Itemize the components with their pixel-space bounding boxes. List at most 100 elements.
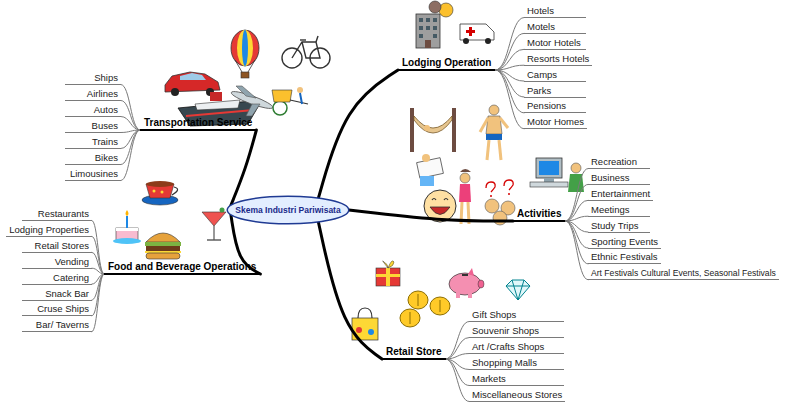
sub-branch-line <box>446 354 469 360</box>
main-branch-line <box>231 130 256 205</box>
topic-text: Lodging Properties <box>9 224 89 235</box>
subtopic-item: Lodging Properties <box>6 224 92 237</box>
subtopic-item: Resorts Hotels <box>524 53 592 66</box>
piggy-bank-icon <box>449 268 484 298</box>
topic-text: Entertainment <box>591 188 650 199</box>
topic-text: Recreation <box>591 156 637 167</box>
subtopic-item: Parks <box>524 85 586 98</box>
subtopic-item: Catering <box>22 272 92 285</box>
topic-text: Motor Homes <box>527 116 584 127</box>
topic-text: Bikes <box>95 152 118 163</box>
topic-text: Lodging Operation <box>402 57 491 68</box>
subtopic-item: Business <box>588 172 650 185</box>
topic-text: Ethnic Festivals <box>591 251 658 262</box>
branch-topic: Retail Store <box>382 345 446 360</box>
topic-text: Business <box>591 172 630 183</box>
topic-text: Gift Shops <box>472 309 516 320</box>
topic-text: Ships <box>94 72 118 83</box>
sub-branch-line <box>565 200 588 221</box>
subtopic-item: Art Festivals Cultural Events, Seasonal … <box>588 267 779 280</box>
sub-branch-line <box>495 70 524 129</box>
main-branch-line <box>318 70 398 198</box>
subtopic-item: Gift Shops <box>469 309 564 322</box>
hammock-icon <box>410 108 456 152</box>
subtopic-item: Snack Bar <box>22 288 92 301</box>
sub-branch-line <box>92 236 104 274</box>
burger-icon <box>145 233 181 259</box>
subtopic-item: Retail Stores <box>22 240 92 253</box>
subtopic-item: Shopping Malls <box>469 357 564 370</box>
topic-text: Retail Store <box>386 346 442 357</box>
topic-text: Art /Crafts Shops <box>472 341 544 352</box>
topic-text: Food and Beverage Operations <box>108 261 256 272</box>
topic-text: Trains <box>92 136 118 147</box>
subtopic-item: Cruse Ships <box>22 303 92 316</box>
topic-text: Pensions <box>527 100 566 111</box>
branch-topic: Transportation Service <box>140 116 256 131</box>
sub-branch-line <box>121 130 140 165</box>
topic-text: Souvenir Shops <box>472 325 539 336</box>
topic-text: Restaurants <box>38 208 89 219</box>
topic-text: Camps <box>527 69 557 80</box>
sub-branch-line <box>92 252 104 274</box>
topic-text: Art Festivals Cultural Events, Seasonal … <box>591 268 776 278</box>
subtopic-item: Motor Homes <box>524 116 587 129</box>
subtopic-item: Meetings <box>588 204 650 217</box>
sub-branch-line <box>92 274 104 332</box>
ambulance-icon <box>460 24 494 44</box>
sub-branch-line <box>92 268 104 274</box>
topic-text: Motels <box>527 21 555 32</box>
sub-branch-line <box>565 169 588 222</box>
puzzled-heads-icon <box>485 180 515 225</box>
subtopic-item: Camps <box>524 69 586 82</box>
branch-topic: Activities <box>513 207 565 222</box>
plane-icon <box>230 86 274 116</box>
subtopic-item: Study Trips <box>588 220 650 233</box>
topic-text: Airlines <box>87 88 118 99</box>
subtopic-item: Buses <box>65 120 121 133</box>
topic-text: Sporting Events <box>591 236 658 247</box>
subtopic-item: Hotels <box>524 5 586 18</box>
topic-text: Retail Stores <box>35 240 89 251</box>
subtopic-item: Sporting Events <box>588 236 661 249</box>
topic-text: Transportation Service <box>144 117 252 128</box>
topic-text: Hotels <box>527 5 554 16</box>
subtopic-item: Limousines <box>65 168 121 181</box>
topic-text: Parks <box>527 85 551 96</box>
topic-text: Markets <box>472 373 506 384</box>
sub-branch-line <box>121 130 140 181</box>
topic-text: Catering <box>53 272 89 283</box>
main-branch-line <box>349 210 513 221</box>
subtopic-item: Art /Crafts Shops <box>469 341 564 354</box>
sub-branch-line <box>92 221 104 275</box>
main-branch-line <box>318 222 382 359</box>
cup-icon <box>142 181 178 205</box>
sub-branch-line <box>565 221 588 280</box>
central-topic-ellipse: Skema Industri Pariwisata <box>226 195 350 225</box>
sub-branch-line <box>92 274 104 316</box>
cake-icon <box>113 210 141 244</box>
reader-icon <box>417 154 444 186</box>
sub-branch-line <box>495 70 524 113</box>
ellipse-shape <box>227 196 349 224</box>
coins-icon <box>400 291 450 327</box>
topic-text: Limousines <box>70 168 118 179</box>
subtopic-item: Bikes <box>65 152 121 165</box>
sub-branch-line <box>446 338 469 360</box>
subtopic-item: Motels <box>524 21 586 34</box>
sub-branch-line <box>121 117 140 131</box>
subtopic-item: Vending <box>22 256 92 269</box>
topic-text: Activities <box>517 208 561 219</box>
hotel-icon <box>416 1 453 48</box>
topic-text: Resorts Hotels <box>527 53 589 64</box>
topic-text: Bar/ Taverns <box>36 319 89 330</box>
topic-text: Miscellaneous Stores <box>472 389 562 400</box>
subtopic-item: Trains <box>65 136 121 149</box>
cocktail-icon <box>202 208 226 241</box>
branch-topic: Food and Beverage Operations <box>104 260 260 275</box>
sub-branch-line <box>495 65 524 70</box>
woman-icon <box>459 169 471 224</box>
